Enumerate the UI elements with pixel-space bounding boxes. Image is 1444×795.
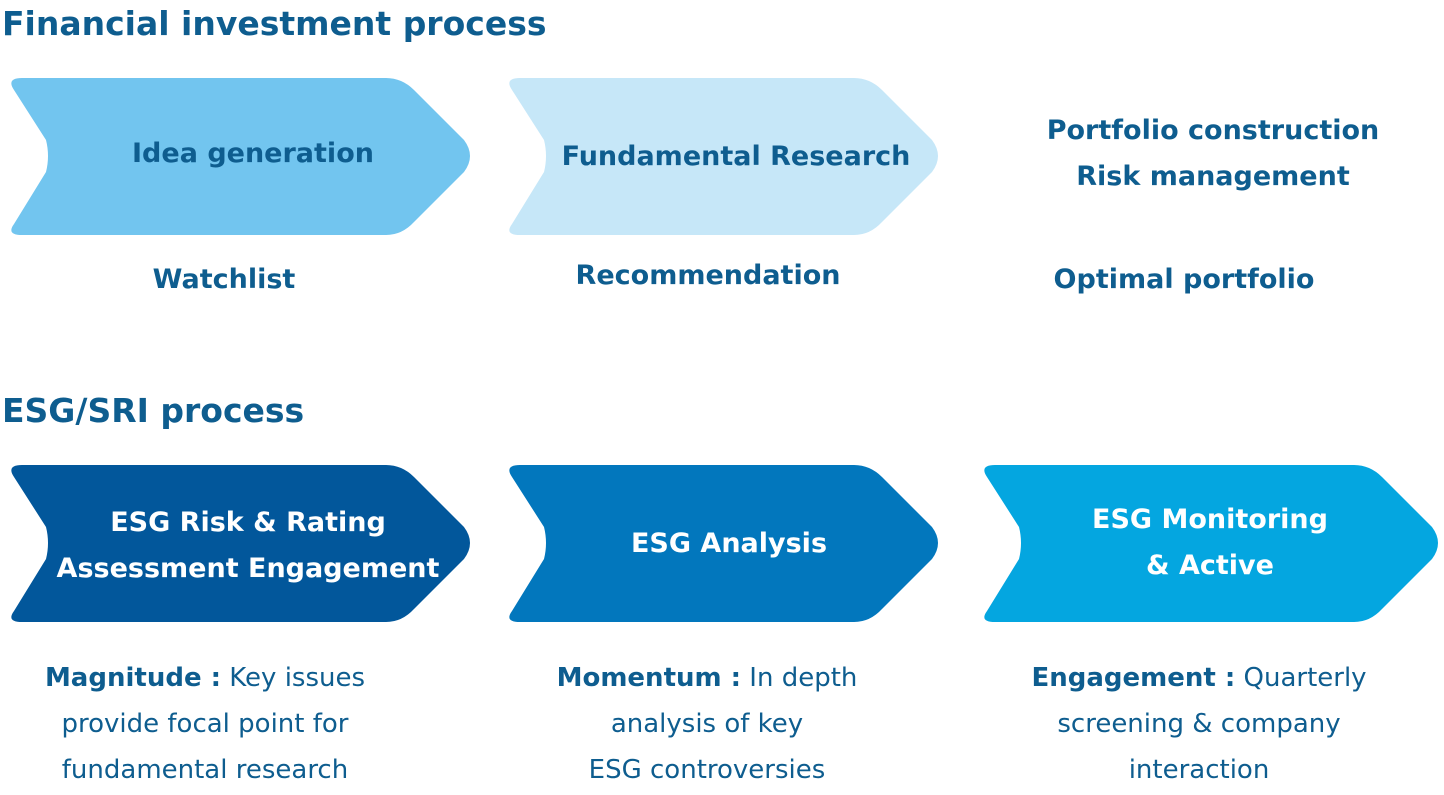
step-label-line: Portfolio construction (1046, 115, 1380, 146)
step-label-text: ESG Analysis (630, 528, 828, 559)
desc-line: Magnitude : Key issues (0, 655, 410, 701)
desc-engagement: Engagement : Quarterly screening & compa… (984, 655, 1414, 793)
desc-line: ESG controversies (588, 755, 826, 785)
step-label-portfolio-construction: Portfolio construction Risk management (1000, 108, 1426, 200)
step-label-line: ESG Risk & Rating (110, 507, 386, 538)
step-label-text: Fundamental Research (561, 141, 911, 172)
output-recommendation: Recommendation (575, 260, 841, 291)
desc-keyword: Momentum : (556, 663, 742, 693)
desc-line: Momentum : In depth (500, 655, 914, 701)
desc-line: analysis of key (610, 709, 804, 739)
step-label-line: ESG Monitoring (1092, 504, 1328, 535)
desc-line: provide focal point for (61, 709, 349, 739)
step-label-esg-analysis: ESG Analysis (548, 518, 910, 570)
desc-line: fundamental research (61, 755, 349, 785)
desc-keyword: Magnitude : (44, 663, 222, 693)
step-label-esg-risk-rating: ESG Risk & Rating Assessment Engagement (40, 500, 456, 592)
desc-first-text: In depth (741, 663, 858, 693)
output-watchlist: Watchlist (152, 264, 296, 295)
output-optimal-portfolio: Optimal portfolio (1053, 264, 1315, 295)
financial-process-title: Financial investment process (2, 4, 547, 43)
step-label-line: & Active (1146, 550, 1274, 581)
chevron-fundamental-research (509, 78, 938, 235)
desc-line: Engagement : Quarterly (984, 655, 1414, 701)
desc-magnitude: Magnitude : Key issues provide focal poi… (0, 655, 410, 793)
desc-first-text: Quarterly (1235, 663, 1367, 693)
step-label-esg-monitoring: ESG Monitoring & Active (1020, 497, 1400, 589)
desc-line: screening & company (1057, 709, 1341, 739)
chevron-esg-analysis (509, 465, 938, 622)
chevron-esg-monitoring (984, 465, 1438, 622)
step-label-idea-generation: Idea generation (50, 128, 456, 180)
step-label-line: Risk management (1076, 161, 1350, 192)
desc-keyword: Engagement : (1031, 663, 1236, 693)
desc-momentum: Momentum : In depth analysis of key ESG … (500, 655, 914, 793)
step-label-fundamental-research: Fundamental Research (548, 131, 924, 183)
desc-first-text: Key issues (221, 663, 366, 693)
step-label-line: Assessment Engagement (56, 553, 440, 584)
step-label-text: Idea generation (132, 138, 374, 169)
desc-line: interaction (1128, 755, 1270, 785)
chevron-esg-risk-rating (11, 465, 470, 622)
chevron-idea-generation (11, 78, 470, 235)
esg-process-title: ESG/SRI process (2, 391, 305, 430)
